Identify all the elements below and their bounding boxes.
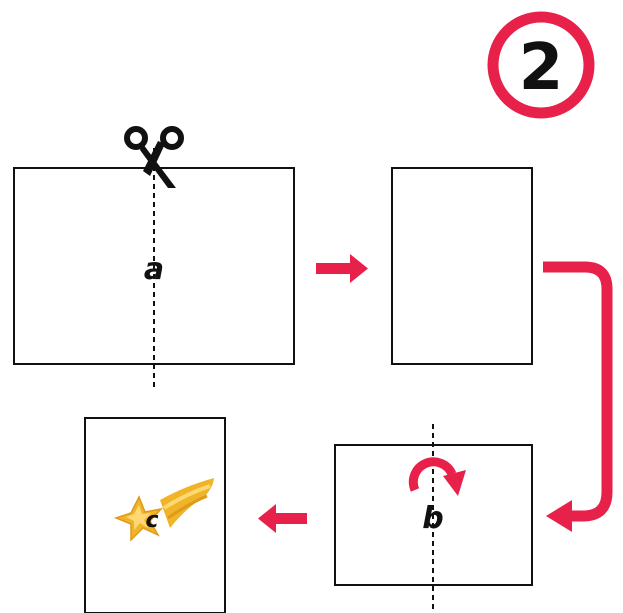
label-b: b: [422, 501, 443, 536]
paper-sheet-half: [391, 167, 533, 365]
arrow-curve-down: [543, 261, 613, 532]
panel-a: a: [13, 148, 295, 388]
scissors-icon: [124, 126, 184, 188]
arrow-left: [258, 504, 307, 533]
panel-b: b: [334, 424, 533, 613]
arrow-right: [316, 254, 368, 283]
label-c: c: [145, 508, 158, 533]
rotate-icon: [408, 457, 466, 496]
label-a: a: [144, 252, 164, 287]
step-badge: 2: [487, 11, 595, 119]
shooting-star-icon: c: [113, 478, 214, 542]
step-badge-ring: [487, 11, 595, 119]
step-number: 2: [519, 31, 564, 105]
